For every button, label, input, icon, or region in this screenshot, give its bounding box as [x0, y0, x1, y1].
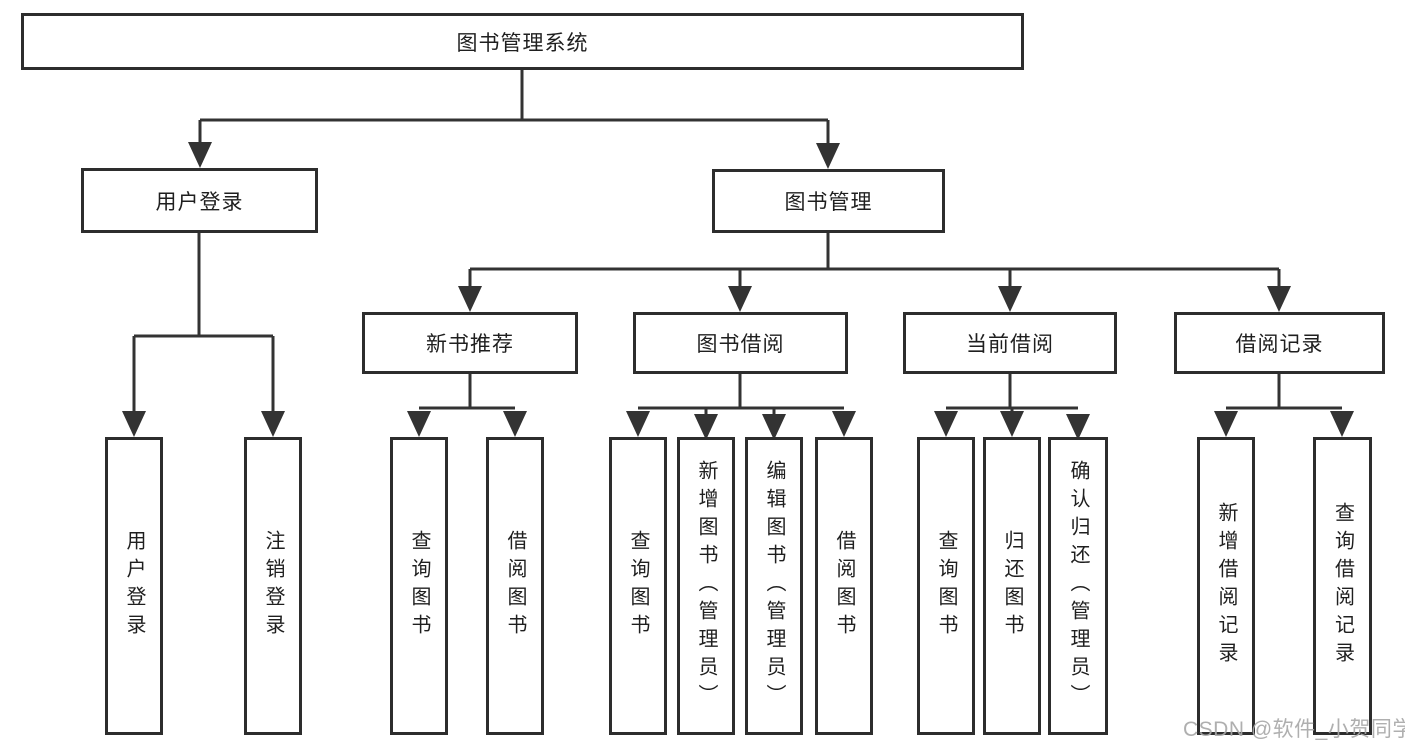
leaf-query-books-borrow: 查询图书: [609, 437, 667, 735]
node-borrow-records-label: 借阅记录: [1235, 333, 1324, 356]
leaf-confirm-return-admin-label: 确认归还（管理员）: [1067, 460, 1089, 712]
leaf-edit-books-admin: 编辑图书（管理员）: [745, 437, 803, 735]
node-root-label: 图书管理系统: [456, 31, 589, 55]
node-borrow-records: 借阅记录: [1174, 312, 1385, 374]
leaf-query-books-current: 查询图书: [917, 437, 975, 735]
leaf-query-books-borrow-label: 查询图书: [627, 530, 649, 642]
leaf-query-borrow-record-label: 查询借阅记录: [1331, 502, 1354, 670]
node-new-book-recommend-label: 新书推荐: [426, 333, 514, 356]
leaf-borrow-books-recommend: 借阅图书: [486, 437, 544, 735]
arrowheads: [122, 142, 1354, 440]
node-user-login: 用户登录: [81, 168, 318, 233]
node-current-borrow-label: 当前借阅: [966, 333, 1054, 356]
node-current-borrow: 当前借阅: [903, 312, 1117, 374]
leaf-user-login-label: 用户登录: [123, 530, 145, 642]
leaf-borrow-books: 借阅图书: [815, 437, 873, 735]
watermark: CSDN @软件_小贺同学: [1183, 718, 1405, 741]
leaf-logout-label: 注销登录: [262, 530, 284, 642]
leaf-return-books-label: 归还图书: [1001, 530, 1023, 642]
leaf-confirm-return-admin: 确认归还（管理员）: [1048, 437, 1108, 735]
leaf-query-books-current-label: 查询图书: [935, 530, 957, 642]
leaf-add-borrow-record: 新增借阅记录: [1197, 437, 1255, 735]
node-user-login-label: 用户登录: [155, 190, 244, 214]
leaf-user-login: 用户登录: [105, 437, 163, 735]
leaf-borrow-books-recommend-label: 借阅图书: [504, 530, 526, 642]
leaf-edit-books-admin-label: 编辑图书（管理员）: [763, 460, 785, 712]
leaf-query-books-recommend-label: 查询图书: [408, 530, 430, 642]
node-book-management-label: 图书管理: [784, 191, 873, 214]
connector-segments: [132, 70, 1342, 418]
leaf-add-books-admin: 新增图书（管理员）: [677, 437, 735, 735]
leaf-query-books-recommend: 查询图书: [390, 437, 448, 735]
node-new-book-recommend: 新书推荐: [362, 312, 578, 374]
node-book-borrow-label: 图书借阅: [696, 333, 785, 356]
leaf-add-borrow-record-label: 新增借阅记录: [1215, 502, 1237, 670]
leaf-logout: 注销登录: [244, 437, 302, 735]
leaf-add-books-admin-label: 新增图书（管理员）: [695, 460, 717, 712]
leaf-return-books: 归还图书: [983, 437, 1041, 735]
node-root: 图书管理系统: [21, 13, 1024, 70]
node-book-borrow: 图书借阅: [633, 312, 848, 374]
leaf-query-borrow-record: 查询借阅记录: [1313, 437, 1372, 735]
node-book-management: 图书管理: [712, 169, 945, 233]
leaf-borrow-books-label: 借阅图书: [833, 530, 855, 642]
